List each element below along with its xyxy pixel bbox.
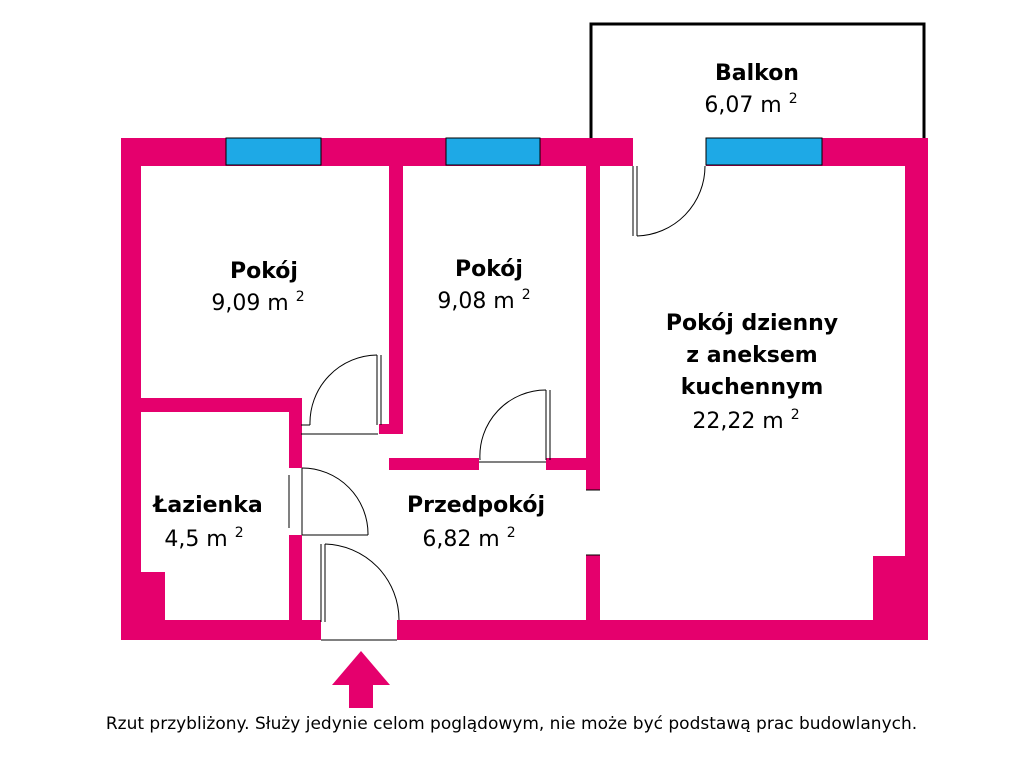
room-name-line-1: Pokój dzienny (666, 311, 838, 336)
room-area: 6,82 m (422, 527, 499, 552)
door-entrance (320, 543, 400, 641)
svg-text:9,09 m 2: 9,09 m 2 (211, 289, 304, 316)
door-bathroom (288, 467, 369, 536)
svg-text:6,07 m 2: 6,07 m 2 (704, 91, 797, 118)
doors (288, 165, 706, 641)
unit-superscript: 2 (789, 91, 798, 107)
room-area: 6,07 m (704, 93, 781, 118)
svg-text:4,5 m 2: 4,5 m 2 (164, 525, 243, 552)
room-area: 9,09 m (211, 291, 288, 316)
window-living (705, 137, 823, 166)
unit-superscript: 2 (507, 525, 516, 541)
disclaimer-text: Rzut przybliżony. Służy jedynie celom po… (105, 714, 918, 734)
window-room2 (445, 137, 541, 166)
windows (225, 137, 823, 166)
room-area: 22,22 m (692, 409, 783, 434)
room-area: 4,5 m (164, 527, 227, 552)
room-name: Pokój (455, 257, 523, 282)
unit-superscript: 2 (296, 289, 305, 305)
room-label-living: Pokój dzienny z aneksem kuchennym 22,22 … (666, 311, 838, 434)
room-name-line-3: kuchennym (681, 375, 824, 400)
room-name-line-2: z aneksem (686, 343, 817, 368)
room-label-lazienka: Łazienka 4,5 m 2 (152, 493, 262, 552)
door-room2 (479, 389, 551, 463)
unit-superscript: 2 (522, 287, 531, 303)
room-name: Łazienka (152, 493, 262, 518)
window-room1 (225, 137, 322, 166)
up-arrow-icon (332, 651, 390, 708)
svg-text:9,08 m 2: 9,08 m 2 (437, 287, 530, 314)
room-name: Balkon (715, 61, 799, 86)
door-room1 (301, 354, 382, 435)
room-label-pokoj-2: Pokój 9,08 m 2 (437, 257, 530, 314)
unit-superscript: 2 (235, 525, 244, 541)
svg-text:6,82 m 2: 6,82 m 2 (422, 525, 515, 552)
balcony-outline (589, 22, 926, 140)
room-label-balkon: Balkon 6,07 m 2 (704, 61, 799, 118)
room-name: Przedpokój (407, 493, 545, 518)
room-label-pokoj-1: Pokój 9,09 m 2 (211, 259, 304, 316)
room-area: 9,08 m (437, 289, 514, 314)
room-name: Pokój (230, 259, 298, 284)
svg-text:22,22 m 2: 22,22 m 2 (692, 407, 799, 434)
unit-superscript: 2 (791, 407, 800, 423)
door-balcony (632, 165, 706, 237)
room-label-przedpokoj: Przedpokój 6,82 m 2 (407, 493, 545, 552)
